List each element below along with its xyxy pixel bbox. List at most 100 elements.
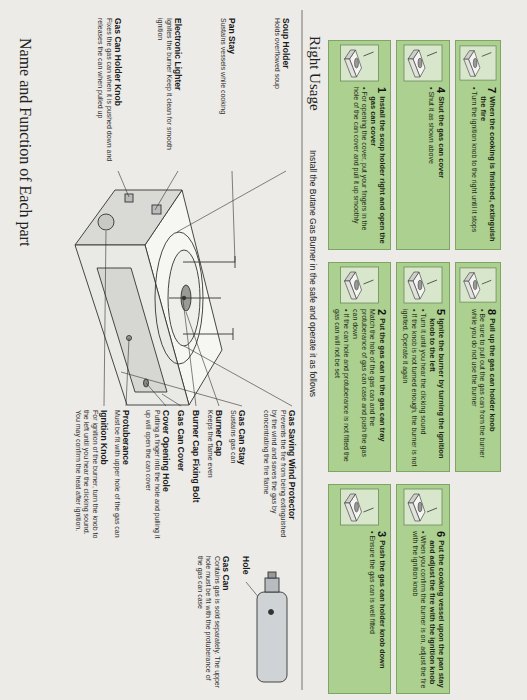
step-instruction: Put the gas can in the gas can tray	[378, 318, 387, 467]
part-label: Hole	[241, 556, 251, 596]
leader-line	[184, 346, 292, 406]
step-instruction: Install the soup holder right and open t…	[369, 96, 387, 245]
step-header: 6Put the cooking vessel upon the pan sta…	[428, 531, 446, 689]
leader-line	[186, 312, 219, 406]
step-panel: 1Install the soup holder right and open …	[328, 40, 391, 250]
part-description: Sustains gas can	[229, 410, 238, 542]
part-name: Gas Saving Wind Protector	[287, 410, 297, 542]
step-note: • Shut it as shown above	[427, 87, 435, 245]
step-picture	[332, 488, 387, 526]
part-description: Prevents the fire from being extinguishe…	[262, 410, 288, 542]
part-label: Electronic LighterIgnites the burner Kee…	[156, 18, 183, 166]
part-description: Holds overflowed soup	[273, 18, 282, 166]
step-header: 8Pull up the gas can holder knob	[487, 309, 497, 467]
part-description: For ignition of the burner, turn the kno…	[74, 410, 100, 542]
part-name: Burner Cap Fixing Bolt	[191, 410, 201, 542]
pan-stay	[183, 334, 233, 335]
part-label: Cover Opening HolePutting a finger into …	[144, 410, 171, 542]
step-header: 3Push the gas can holder knob down	[377, 531, 387, 689]
step-number: 3	[377, 531, 387, 537]
holder-knob	[125, 194, 133, 202]
step-panel: 3Push the gas can holder knob down• Ensu…	[328, 484, 391, 694]
step-picture	[459, 44, 497, 82]
part-name: Electronic Lighter	[173, 18, 183, 166]
pan-stay	[233, 328, 234, 340]
step-instruction: Shut the gas can cover	[437, 96, 446, 245]
step-header: 2Put the gas can in the gas can tray	[377, 309, 387, 467]
leader-line	[177, 171, 286, 232]
part-description: Sustains vessels while cooking	[219, 18, 228, 166]
leader-line	[162, 394, 181, 406]
step-panel: 5Ignite the burner by turning the igniti…	[396, 262, 450, 472]
part-label: Right Usage	[306, 36, 324, 146]
stove-front	[75, 190, 182, 245]
part-description: Putting a finger into the hole and pulli…	[144, 410, 161, 542]
step-panel: 6Put the cooking vessel upon the pan sta…	[396, 484, 450, 694]
part-label: ProtuberanceMust be fit with upper hole …	[113, 410, 132, 542]
step-picture	[400, 266, 446, 304]
part-name: Protuberance	[121, 410, 131, 542]
section-rule	[302, 10, 303, 690]
section-title: Name and Function of Each part	[15, 38, 35, 246]
step-panel: 4Shut the gas can cover• Shut it as show…	[396, 40, 450, 250]
part-name: Burner Cap	[214, 410, 224, 542]
leader-line	[183, 300, 196, 406]
part-label: Gas CanContains gas is sold separately. …	[196, 556, 232, 692]
step-header: 4Shut the gas can cover	[436, 87, 446, 245]
part-name: Soup Holder	[281, 18, 291, 166]
leader-lines	[104, 171, 292, 610]
section-title: Right Usage	[306, 36, 324, 146]
part-name: Hole	[241, 556, 251, 596]
leader-line	[121, 372, 242, 406]
step-note: • For opening the cover, put your finger…	[351, 87, 368, 245]
step-header: 1Install the soup holder right and open …	[369, 87, 387, 245]
step-number: 4	[436, 87, 446, 93]
step-number: 2	[377, 309, 387, 315]
step-picture	[332, 266, 387, 304]
step-note: • Ensure the gas can is well fitted	[368, 531, 376, 689]
step-note: • If the knob is not turned enough, the …	[401, 309, 418, 467]
leader-line	[104, 231, 106, 406]
leader-line	[118, 171, 129, 197]
part-name: Gas Can Cover	[176, 410, 186, 542]
leader-line	[232, 171, 235, 262]
part-description: Fixes the gas can when it is pushed down…	[96, 18, 113, 166]
step-panel: 2Put the gas can in the gas can trayMatc…	[328, 262, 391, 472]
step-panel: 8Pull up the gas can holder knob• Be sur…	[455, 262, 501, 472]
gas-can-cover	[97, 268, 167, 392]
part-label: Ignition KnobFor ignition of the burner,…	[74, 410, 110, 542]
part-name: Gas Can Stay	[237, 410, 247, 542]
part-name: Pan Stay	[227, 18, 237, 166]
gas-can-body	[257, 592, 287, 682]
step-number: 7	[487, 87, 497, 93]
leader-line	[155, 171, 178, 210]
title-box: Name and Function of Each part	[15, 38, 35, 246]
step-number: 8	[487, 309, 497, 315]
step-header: 5Ignite the burner by turning the igniti…	[428, 309, 446, 467]
part-label: Soup HolderHolds overflowed soup	[273, 18, 292, 166]
step-picture	[459, 266, 497, 304]
leader-line	[126, 338, 129, 406]
leader-line	[146, 383, 166, 406]
step-note: • If the can hole and protuberance is no…	[333, 309, 350, 467]
step-instruction: When the cooking is finished, extinguish…	[479, 96, 497, 245]
step-instruction: Ignite the burner by turning the ignitio…	[428, 318, 446, 467]
gas-can-neck	[265, 578, 279, 592]
step-instruction: Pull up the gas can holder knob	[488, 318, 497, 467]
section-subtitle: Install the Butane Gas Burner in the saf…	[307, 150, 319, 690]
step-number: 1	[377, 87, 387, 93]
part-label: Gas Can Cover	[176, 410, 186, 542]
part-description: Contains gas is sold separately. The upp…	[196, 556, 222, 692]
step-number: 6	[436, 531, 446, 537]
part-description: Keeps the flame even	[206, 410, 215, 542]
part-label: Gas Saving Wind ProtectorPrevents the fi…	[262, 410, 298, 542]
step-picture	[400, 488, 446, 526]
electronic-lighter	[152, 205, 161, 214]
step-number: 5	[436, 309, 446, 315]
part-name: Gas Can	[221, 556, 231, 692]
part-name: Cover Opening Hole	[161, 410, 171, 542]
stove-drawing	[75, 190, 235, 405]
part-label: Burner CapKeeps the flame even	[206, 410, 225, 542]
